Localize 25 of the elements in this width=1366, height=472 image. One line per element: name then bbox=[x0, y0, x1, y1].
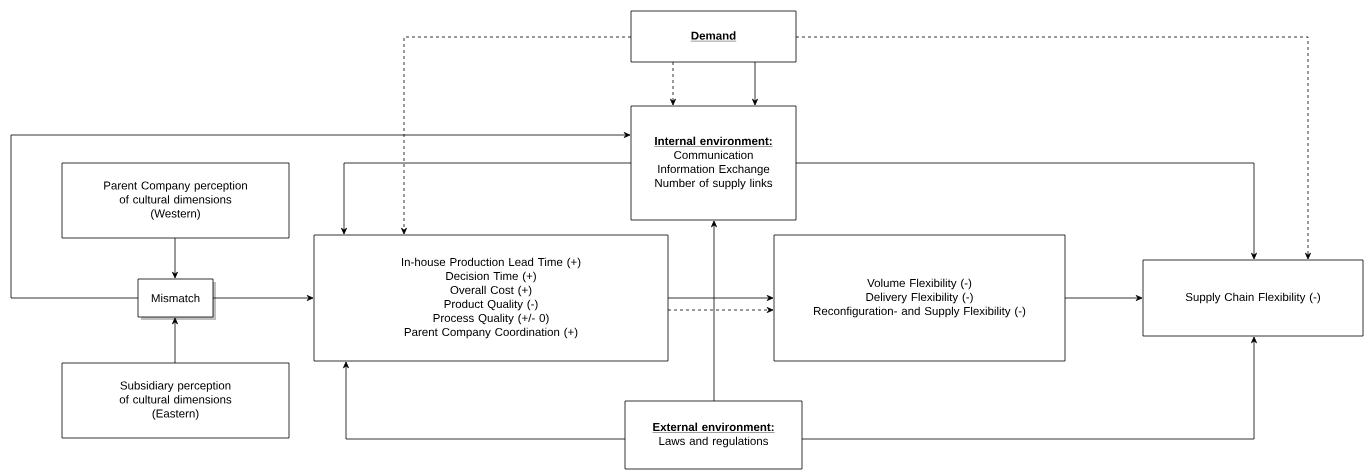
process-box: Subsidiary perception of cultural dimensions (Eastern) bbox=[61, 362, 290, 439]
arrow bbox=[343, 361, 626, 440]
process-box: Volume Flexibility (-) Delivery Flexibility (-) Reconfiguration- and Supply Flexibility (-) bbox=[773, 234, 1066, 362]
process-box: External environment: Laws and regulations bbox=[624, 400, 803, 470]
arrow bbox=[172, 317, 178, 364]
arrow bbox=[212, 295, 314, 301]
arrow bbox=[711, 220, 717, 402]
mismatch-box: Mismatch bbox=[137, 278, 216, 320]
process-box: Internal environment: Communication Information Exchange Number of supply links bbox=[630, 105, 797, 221]
process-box: In-house Production Lead Time (+) Decision Time (+) Overall Cost (+) Product Quality (-) Process Quality (+/- 0) Parent Company Coordination (+) bbox=[313, 234, 669, 362]
arrow bbox=[1064, 295, 1143, 301]
dashed-arrow bbox=[667, 307, 774, 313]
arrow bbox=[752, 61, 758, 106]
dashed-arrow bbox=[795, 36, 1311, 260]
dashed-arrow bbox=[401, 36, 632, 235]
arrow bbox=[801, 336, 1257, 440]
arrow bbox=[172, 237, 178, 279]
process-box: Parent Company perception of cultural dimensions (Western) bbox=[61, 162, 290, 239]
arrow bbox=[795, 162, 1257, 260]
arrow bbox=[341, 162, 632, 235]
demand-box: Demand bbox=[630, 10, 797, 63]
arrow bbox=[667, 295, 774, 301]
dashed-arrow bbox=[670, 61, 676, 106]
arrow bbox=[10, 132, 631, 299]
process-box: Supply Chain Flexibility (-) bbox=[1142, 259, 1364, 337]
